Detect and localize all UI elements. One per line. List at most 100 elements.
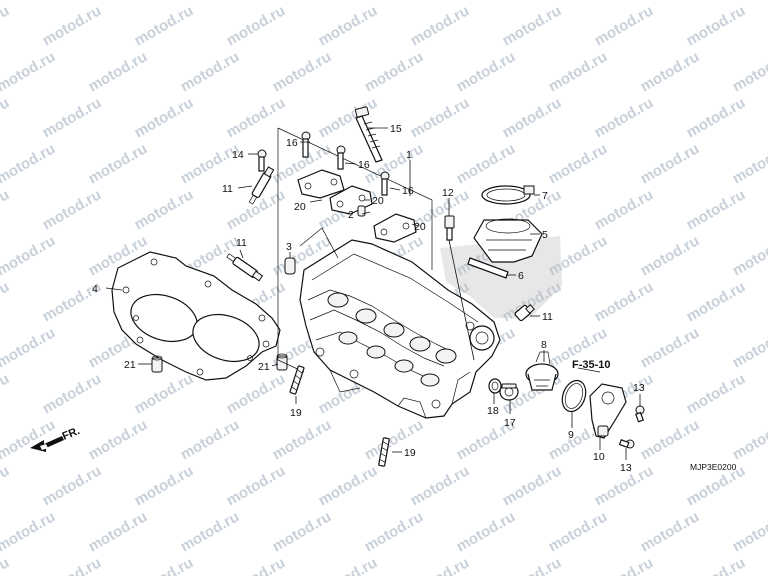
callout-20-b[interactable]: 20 (372, 195, 384, 207)
dowel-pin-left[interactable] (151, 355, 163, 373)
watermark-text: motod.ru (454, 48, 519, 95)
watermark-text: motod.ru (546, 508, 611, 555)
callout-6[interactable]: 6 (518, 270, 524, 282)
callout-16-c[interactable]: 16 (402, 185, 414, 197)
bolt-16-a[interactable] (301, 131, 311, 158)
watermark-text: motod.ru (316, 2, 381, 49)
callout-4[interactable]: 4 (92, 283, 98, 295)
watermark-text: motod.ru (684, 278, 749, 325)
callout-11-middle[interactable]: 11 (236, 237, 247, 249)
dowel-pin-right[interactable] (276, 353, 288, 371)
insulator-band[interactable] (467, 257, 509, 279)
callout-9[interactable]: 9 (568, 429, 574, 441)
watermark-text: motod.ru (454, 508, 519, 555)
bolt-16-c[interactable] (380, 171, 390, 196)
bolt-16-b[interactable] (336, 145, 346, 170)
spark-plug-middle[interactable] (226, 252, 264, 282)
stud-bolt-15[interactable] (354, 106, 383, 163)
spark-plug-upper[interactable] (248, 166, 275, 205)
watermark-text: motod.ru (0, 554, 12, 576)
bolt-13-upper[interactable] (635, 405, 645, 423)
callout-17[interactable]: 17 (504, 417, 516, 429)
cylinder-head-gasket[interactable] (111, 251, 281, 381)
watermark-text: motod.ru (638, 232, 703, 279)
hose-clamp[interactable] (481, 185, 535, 205)
callout-7[interactable]: 7 (542, 190, 548, 202)
callout-labels: 1 2 3 4 5 6 7 8 9 10 11 11 11 12 13 13 1… (61, 123, 737, 474)
temperature-sensor[interactable] (444, 215, 455, 241)
callout-13-upper[interactable]: 13 (633, 382, 645, 394)
watermark-text: motod.ru (0, 278, 12, 325)
cylinder-head[interactable] (299, 239, 501, 419)
watermark-text: motod.ru (362, 416, 427, 463)
reference-label[interactable]: F-35-10 (572, 359, 611, 371)
o-ring[interactable] (558, 377, 590, 415)
sealing-washer[interactable] (488, 378, 502, 394)
watermark-text: motod.ru (592, 278, 657, 325)
watermark-text: motod.ru (132, 462, 197, 509)
assembly-outline (277, 127, 433, 373)
callout-10[interactable]: 10 (593, 451, 605, 463)
watermark-text: motod.ru (178, 140, 243, 187)
callout-20-a[interactable]: 20 (294, 201, 306, 213)
watermark-text: motod.ru (40, 462, 105, 509)
watermark-text: motod.ru (0, 2, 12, 49)
callout-21-left[interactable]: 21 (124, 359, 136, 371)
watermark-text: motod.ru (132, 94, 197, 141)
callout-18[interactable]: 18 (487, 405, 499, 417)
watermark-text: motod.ru (408, 462, 473, 509)
thermostat-cover[interactable] (589, 383, 627, 439)
dowel-pin-3[interactable] (284, 257, 296, 275)
watermark-text: motod.ru (592, 94, 657, 141)
bolt-13-lower[interactable] (618, 439, 635, 449)
callout-14[interactable]: 14 (232, 149, 244, 161)
callout-16-a[interactable]: 16 (286, 137, 298, 149)
plug-bolt[interactable] (499, 383, 519, 401)
watermark-text: motod.ru (86, 140, 151, 187)
spark-plug-right[interactable] (514, 304, 535, 322)
callout-2[interactable]: 2 (348, 209, 354, 221)
watermark-text: motod.ru (0, 140, 58, 187)
watermark-text: motod.ru (592, 2, 657, 49)
callout-20-c[interactable]: 20 (414, 221, 426, 233)
watermark-text: motod.ru (638, 140, 703, 187)
watermark-text: motod.ru (684, 94, 749, 141)
callout-8[interactable]: 8 (541, 339, 547, 351)
watermark-text: motod.ru (362, 508, 427, 555)
watermark-text: motod.ru (500, 94, 565, 141)
watermark-text: motod.ru (500, 462, 565, 509)
callout-5[interactable]: 5 (542, 229, 548, 241)
callout-15[interactable]: 15 (390, 123, 402, 135)
callout-16-b[interactable]: 16 (358, 159, 370, 171)
front-direction-arrow (30, 436, 64, 452)
watermark-text: motod.ru (224, 554, 289, 576)
callout-11-upper[interactable]: 11 (222, 183, 233, 195)
callout-19-upper[interactable]: 19 (290, 407, 302, 419)
front-direction-label: FR. (61, 425, 82, 443)
callout-11-right[interactable]: 11 (542, 311, 553, 323)
stud-bolt-19-upper[interactable] (289, 365, 305, 395)
bolt-14[interactable] (257, 149, 267, 172)
callout-12[interactable]: 12 (442, 187, 454, 199)
dowel-pin-2[interactable] (357, 205, 366, 217)
watermark-text: motod.ru (40, 554, 105, 576)
callout-3[interactable]: 3 (286, 241, 292, 253)
watermark-text: motod.ru (0, 370, 12, 417)
stud-bolt-19-lower[interactable] (378, 437, 390, 467)
callout-13-lower[interactable]: 13 (620, 462, 632, 474)
camshaft-holder-c[interactable] (373, 213, 417, 243)
watermark-text: motod.ru (638, 416, 703, 463)
callout-21-right[interactable]: 21 (258, 361, 270, 373)
watermark-text: motod.ru (270, 416, 335, 463)
intake-insulator[interactable] (473, 218, 543, 263)
watermark-text: motod.ru (408, 554, 473, 576)
watermark-text: motod.ru (178, 508, 243, 555)
thermostat[interactable] (525, 351, 559, 391)
assembly-outline-inner (299, 227, 339, 259)
callout-1[interactable]: 1 (406, 149, 412, 161)
callout-19-lower[interactable]: 19 (404, 447, 416, 459)
watermark-text: motod.ru (684, 2, 749, 49)
watermark-text: motod.ru (132, 554, 197, 576)
watermark-text: motod.ru (684, 554, 749, 576)
watermark-text: motod.ru (592, 186, 657, 233)
